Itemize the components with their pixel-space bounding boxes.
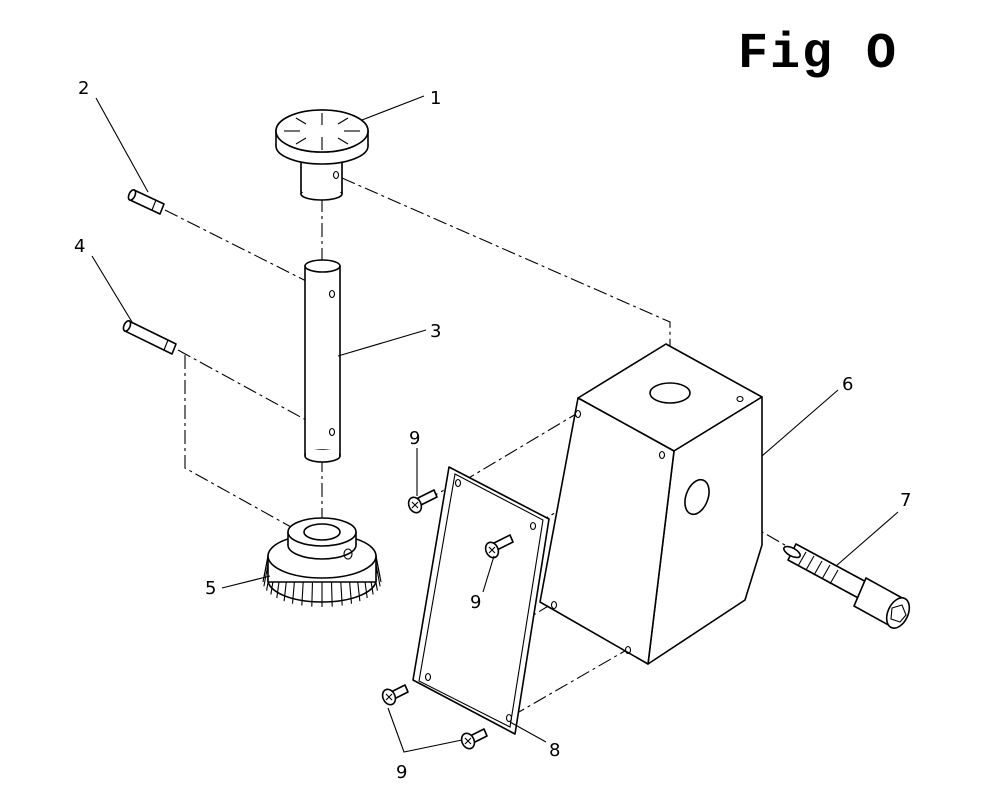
screw-part-b — [484, 534, 514, 559]
pin-part-4 — [122, 320, 177, 355]
leader-lines — [91, 95, 899, 753]
gear-part — [262, 517, 382, 607]
callout-6: 6 — [842, 374, 853, 395]
callout-9-bottom: 9 — [396, 762, 407, 783]
callout-7: 7 — [900, 490, 911, 511]
screw-part-c — [381, 684, 409, 706]
pin-part-2 — [127, 189, 165, 215]
callout-3: 3 — [430, 321, 441, 342]
knob-part — [275, 109, 369, 201]
figure-title: Fig O — [738, 26, 899, 83]
bolt-part — [783, 543, 911, 629]
callout-9-top: 9 — [409, 428, 420, 449]
screw-part-d — [460, 728, 488, 750]
callout-4: 4 — [74, 236, 85, 257]
callout-5: 5 — [205, 578, 216, 599]
callout-labels: 1 2 3 4 5 6 7 8 9 9 9 — [74, 78, 911, 783]
screw-part-a — [407, 489, 438, 514]
shaft-part — [304, 259, 341, 463]
callout-1: 1 — [430, 88, 441, 109]
callout-2: 2 — [78, 78, 89, 99]
callout-9-middle: 9 — [470, 592, 481, 613]
callout-8: 8 — [549, 740, 560, 761]
housing-part — [539, 343, 763, 665]
cover-plate-part — [412, 466, 550, 735]
